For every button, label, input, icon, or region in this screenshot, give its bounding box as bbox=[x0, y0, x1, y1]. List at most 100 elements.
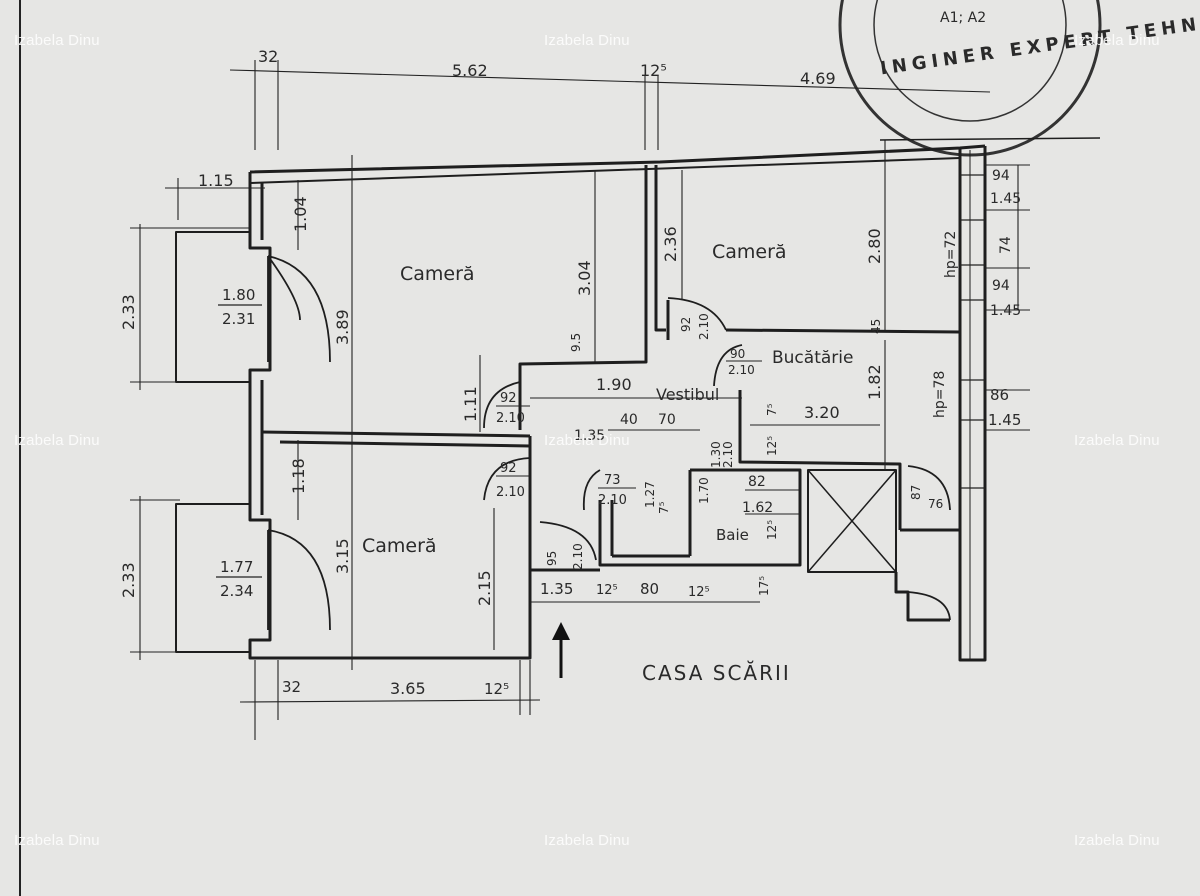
door-e-height: 2.10 bbox=[598, 493, 627, 508]
walls bbox=[175, 137, 1101, 662]
stairwell-label: CASA SCĂRII bbox=[642, 661, 791, 685]
door-stair-block bbox=[907, 465, 951, 511]
door-camera-right bbox=[667, 297, 727, 331]
dim-95: 9.5 bbox=[569, 333, 583, 352]
win2-height: 2.34 bbox=[220, 582, 253, 600]
door-entry bbox=[539, 521, 597, 561]
dim-right-74: 74 bbox=[998, 236, 1014, 254]
dim-135a: 1.35 bbox=[574, 428, 605, 444]
dim-82: 82 bbox=[748, 474, 766, 490]
dim-right-145c: 1.45 bbox=[988, 411, 1021, 429]
watermark: Izabela Dinu bbox=[544, 832, 630, 849]
dim-right-145a: 1.45 bbox=[990, 191, 1021, 207]
door-f-height: 2.10 bbox=[571, 543, 585, 570]
door-d-width: 90 bbox=[730, 347, 745, 361]
dim-75b: 7⁵ bbox=[657, 501, 671, 514]
room-label-vestibul: Vestibul bbox=[656, 385, 719, 404]
door-d-height: 2.10 bbox=[728, 363, 755, 377]
watermark: Izabela Dinu bbox=[14, 432, 100, 449]
balcony-door-2 bbox=[267, 529, 331, 631]
stamp-code: A1; A2 bbox=[940, 10, 986, 26]
balcony-door-1 bbox=[267, 255, 331, 363]
dim-182: 1.82 bbox=[865, 364, 884, 400]
dim-12a: 12⁵ bbox=[596, 583, 618, 598]
room-label-camera-3: Cameră bbox=[362, 535, 437, 557]
dim-left-115: 1.15 bbox=[198, 171, 234, 190]
dim-170: 1.70 bbox=[697, 477, 711, 504]
dim-70: 70 bbox=[658, 412, 676, 428]
door-b-height: 2.10 bbox=[496, 485, 525, 500]
watermark: Izabela Dinu bbox=[14, 32, 100, 49]
dim-right-94b: 94 bbox=[992, 278, 1010, 294]
dim-76: 76 bbox=[928, 497, 943, 511]
dim-bot-365: 3.65 bbox=[390, 679, 426, 698]
room-label-camera-1: Cameră bbox=[400, 263, 475, 285]
dim-75: 7⁵ bbox=[765, 403, 779, 416]
right-wall-windows bbox=[960, 174, 985, 489]
door-c-height: 2.10 bbox=[697, 313, 711, 340]
dim-215: 2.15 bbox=[475, 570, 494, 606]
room-label-bucatarie: Bucătărie bbox=[772, 348, 853, 368]
door-e-width: 73 bbox=[604, 473, 621, 488]
door-a-height: 2.10 bbox=[496, 411, 525, 426]
room-label-camera-2: Cameră bbox=[712, 241, 787, 263]
dim-389: 3.89 bbox=[333, 309, 352, 345]
door-a-width: 92 bbox=[500, 391, 517, 406]
dim-12: 12⁵ bbox=[765, 436, 779, 456]
dim-80: 80 bbox=[640, 580, 659, 598]
dim-45: 45 bbox=[869, 319, 883, 334]
door-kitchen bbox=[713, 344, 743, 387]
watermark: Izabela Dinu bbox=[1074, 432, 1160, 449]
dim-right-145b: 1.45 bbox=[990, 303, 1021, 319]
dim-top-562: 5.62 bbox=[452, 61, 488, 80]
door-lower-stair bbox=[907, 591, 951, 621]
dim-135b: 1.35 bbox=[540, 580, 573, 598]
dim-12c: 12⁵ bbox=[765, 520, 779, 540]
dim-87: 87 bbox=[909, 485, 923, 500]
dim-118: 1.18 bbox=[289, 458, 308, 494]
dimension-labels: 32 5.62 12⁵ 4.69 1.15 1.04 2.33 2.33 3.8… bbox=[119, 47, 1021, 698]
dim-top-125: 12⁵ bbox=[640, 61, 667, 80]
dim-280: 2.80 bbox=[865, 228, 884, 264]
dim-190: 1.90 bbox=[596, 375, 632, 394]
dim-127: 1.27 bbox=[643, 481, 657, 508]
win2-width: 1.77 bbox=[220, 558, 253, 576]
win1-height: 2.31 bbox=[222, 310, 255, 328]
opening-labels: 1.80 2.31 1.77 2.34 92 2.10 92 2.10 92 2… bbox=[216, 286, 762, 600]
engineer-stamp: INGINER EXPERT TEHNIC A1; A2 bbox=[838, 0, 1200, 157]
dim-left-233b: 2.33 bbox=[119, 562, 138, 598]
dim-right-94a: 94 bbox=[992, 168, 1010, 184]
dim-top-469: 4.69 bbox=[800, 69, 836, 88]
door-camera-lower bbox=[483, 457, 531, 501]
dim-17: 17⁵ bbox=[757, 576, 771, 596]
dim-111: 1.11 bbox=[461, 386, 480, 422]
dim-12b: 12⁵ bbox=[688, 585, 710, 600]
dim-40: 40 bbox=[620, 412, 638, 428]
door-c-width: 92 bbox=[679, 317, 693, 332]
dim-bot-32: 32 bbox=[282, 678, 301, 696]
door-swings bbox=[267, 255, 951, 631]
dim-right-86: 86 bbox=[990, 386, 1009, 404]
dim-bot-125: 12⁵ bbox=[484, 680, 509, 698]
dim-315: 3.15 bbox=[333, 538, 352, 574]
dim-320: 3.20 bbox=[804, 403, 840, 422]
watermark: Izabela Dinu bbox=[1074, 32, 1160, 49]
dim-left-233a: 2.33 bbox=[119, 294, 138, 330]
dimension-lines bbox=[130, 60, 1030, 740]
watermark: Izabela Dinu bbox=[544, 432, 630, 449]
dim-236: 2.36 bbox=[661, 226, 680, 262]
dim-162: 1.62 bbox=[742, 500, 773, 516]
win1-width: 1.80 bbox=[222, 286, 255, 304]
entry-arrow bbox=[552, 622, 570, 678]
dim-left-104: 1.04 bbox=[291, 196, 310, 232]
dim-210-vert: 2.10 bbox=[721, 441, 735, 468]
room-label-baie: Baie bbox=[716, 526, 749, 544]
dim-hp72: hp=72 bbox=[943, 231, 959, 278]
watermark: Izabela Dinu bbox=[14, 832, 100, 849]
door-vestibul-camera bbox=[483, 381, 521, 429]
door-f-width: 95 bbox=[545, 551, 559, 566]
dim-130: 1.30 bbox=[709, 441, 723, 468]
watermark: Izabela Dinu bbox=[544, 32, 630, 49]
